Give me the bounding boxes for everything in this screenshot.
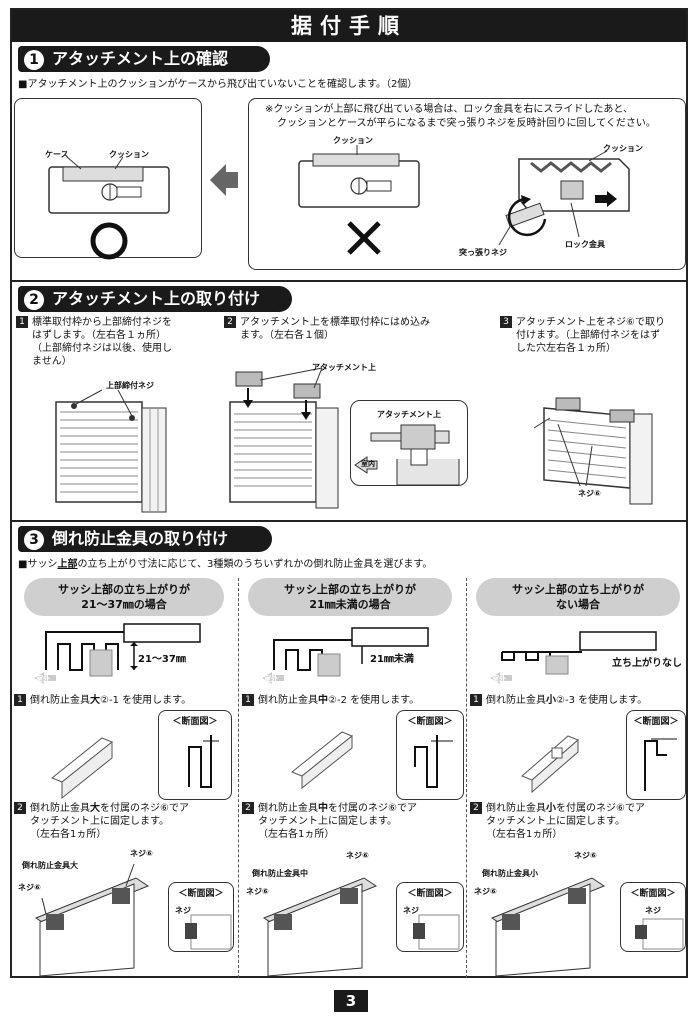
bracket-install-col3 [490,877,606,977]
label-outdoor-col1: 室外 [36,675,50,683]
section-view-col2: ＜断面図＞ [396,710,464,800]
section2-heading: 2 アタッチメント上の取り付け [18,286,292,312]
label-attachment-detail: アタッチメント上 [377,410,441,419]
section-view-col1: ＜断面図＞ [158,710,232,800]
label-attachment: アタッチメント上 [312,363,376,372]
detail-label-screw: 突っ張りネジ [459,248,507,257]
shutter-frame-illustration-1 [55,389,167,513]
section3-heading: 3 倒れ防止金具の取り付け [18,526,272,552]
bracket-label-col1: 倒れ防止金具大 [22,861,78,870]
dimension-col2: 21㎜未満 [370,654,414,665]
sash-profile-col2 [262,627,429,684]
column-divider [466,578,467,978]
bracket-install-col1 [34,863,150,977]
ng-case-illustration [298,145,630,255]
section3-number: 3 [24,529,44,550]
section-view-col2b: ＜断面図＞ ネジ [396,882,464,952]
shutter-frame-illustration-2 [229,367,339,509]
shutter-frame-illustration-3 [533,397,653,505]
label-outdoor-col3: 室外 [492,675,506,683]
pill-col3: サッシ上部の立ち上がりが ない場合 [476,578,680,616]
ng-example-box: ※クッションが上部に飛び出ている場合は、ロック金具を右にスライドしたあと、 クッ… [248,98,686,270]
screw6-label-col2a: ネジ⑥ [346,851,369,860]
page-title: 据付手順 [12,10,686,42]
detail-label-lock: ロック金具 [565,240,605,249]
bracket-large-illustration [51,737,113,800]
dimension-col3: 立ち上がりなし [612,658,682,669]
section1-title: アタッチメント上の確認 [52,49,229,68]
screw6-label-col3a: ネジ⑥ [574,851,597,860]
screw6-label-col1b: ネジ⑥ [18,883,41,892]
ok-label-cushion: クッション [109,150,149,159]
label-screw6-sec2: ネジ⑥ [578,489,601,498]
section1-heading: 1 アタッチメント上の確認 [18,46,270,72]
sash-profile-col3 [490,631,657,684]
bracket-medium-illustration [291,731,353,790]
left-arrow-icon [210,164,238,196]
dimension-col1: 21〜37㎜ [138,654,186,665]
label-indoor: 室内 [361,460,375,468]
ok-example-box: ケース クッション [14,98,202,260]
section-view-col1b-drawing [185,914,232,950]
ok-case-illustration [48,156,170,260]
attachment-detail-box: アタッチメント上 室内 [350,400,468,486]
section-divider [12,280,686,282]
section-divider [12,520,686,522]
bracket-label-col2: 倒れ防止金具中 [252,869,308,878]
section1-intro: ■アタッチメント上のクッションがケースから飛び出ていないことを確認します。（2個… [18,79,418,90]
section2-title: アタッチメント上の取り付け [52,289,261,308]
section1-number: 1 [24,49,44,70]
ng-note-line1: ※クッションが上部に飛び出ている場合は、ロック金具を右にスライドしたあと、 [265,104,633,115]
section2-number: 2 [24,289,44,310]
section3-title: 倒れ防止金具の取り付け [52,529,229,548]
screw6-label-col3b: ネジ⑥ [474,887,497,896]
section3-intro: ■サッシ上部の立ち上がり寸法に応じて、3種類のうちいずれかの倒れ防止金具を選びま… [18,559,433,570]
bracket-install-col2 [262,877,378,977]
section-view-col1-drawing [188,735,219,788]
detail-label-cushion: クッション [603,144,643,153]
ok-label-case: ケース [45,150,69,159]
section-view-col2b-drawing [413,914,460,950]
section-view-col3b: ＜断面図＞ ネジ [620,882,686,952]
bracket-small-illustration [521,735,579,794]
pill-col1: サッシ上部の立ち上がりが 21〜37㎜の場合 [24,578,224,616]
sash-profile-col1 [34,623,201,684]
section-view-col1b: ＜断面図＞ ネジ [168,882,234,952]
page-frame: 据付手順 1 アタッチメント上の確認 ■アタッチメント上のクッションがケースから飛… [10,8,688,978]
section-view-col3-drawing [644,738,677,791]
label-top-screw: 上部締付ネジ [106,381,154,390]
pill-col2: サッシ上部の立ち上がりが 21㎜未満の場合 [248,578,452,616]
ng-note-line2: クッションとケースが平らになるまで突っ張りネジを反時計回りに回してください。 [277,118,656,129]
section-view-col3: ＜断面図＞ [626,710,686,800]
bracket-label-col3: 倒れ防止金具小 [482,869,538,878]
screw6-label-col1a: ネジ⑥ [130,849,153,858]
column-divider [238,578,239,978]
page-number: 3 [334,990,368,1012]
ng-label-cushion: クッション [333,136,373,145]
attachment-detail-illustration [354,424,460,486]
screw6-label-col2b: ネジ⑥ [246,887,269,896]
section-view-col3b-drawing [635,918,684,950]
section-view-col2-drawing [414,735,453,788]
label-outdoor-col2: 室外 [264,675,278,683]
